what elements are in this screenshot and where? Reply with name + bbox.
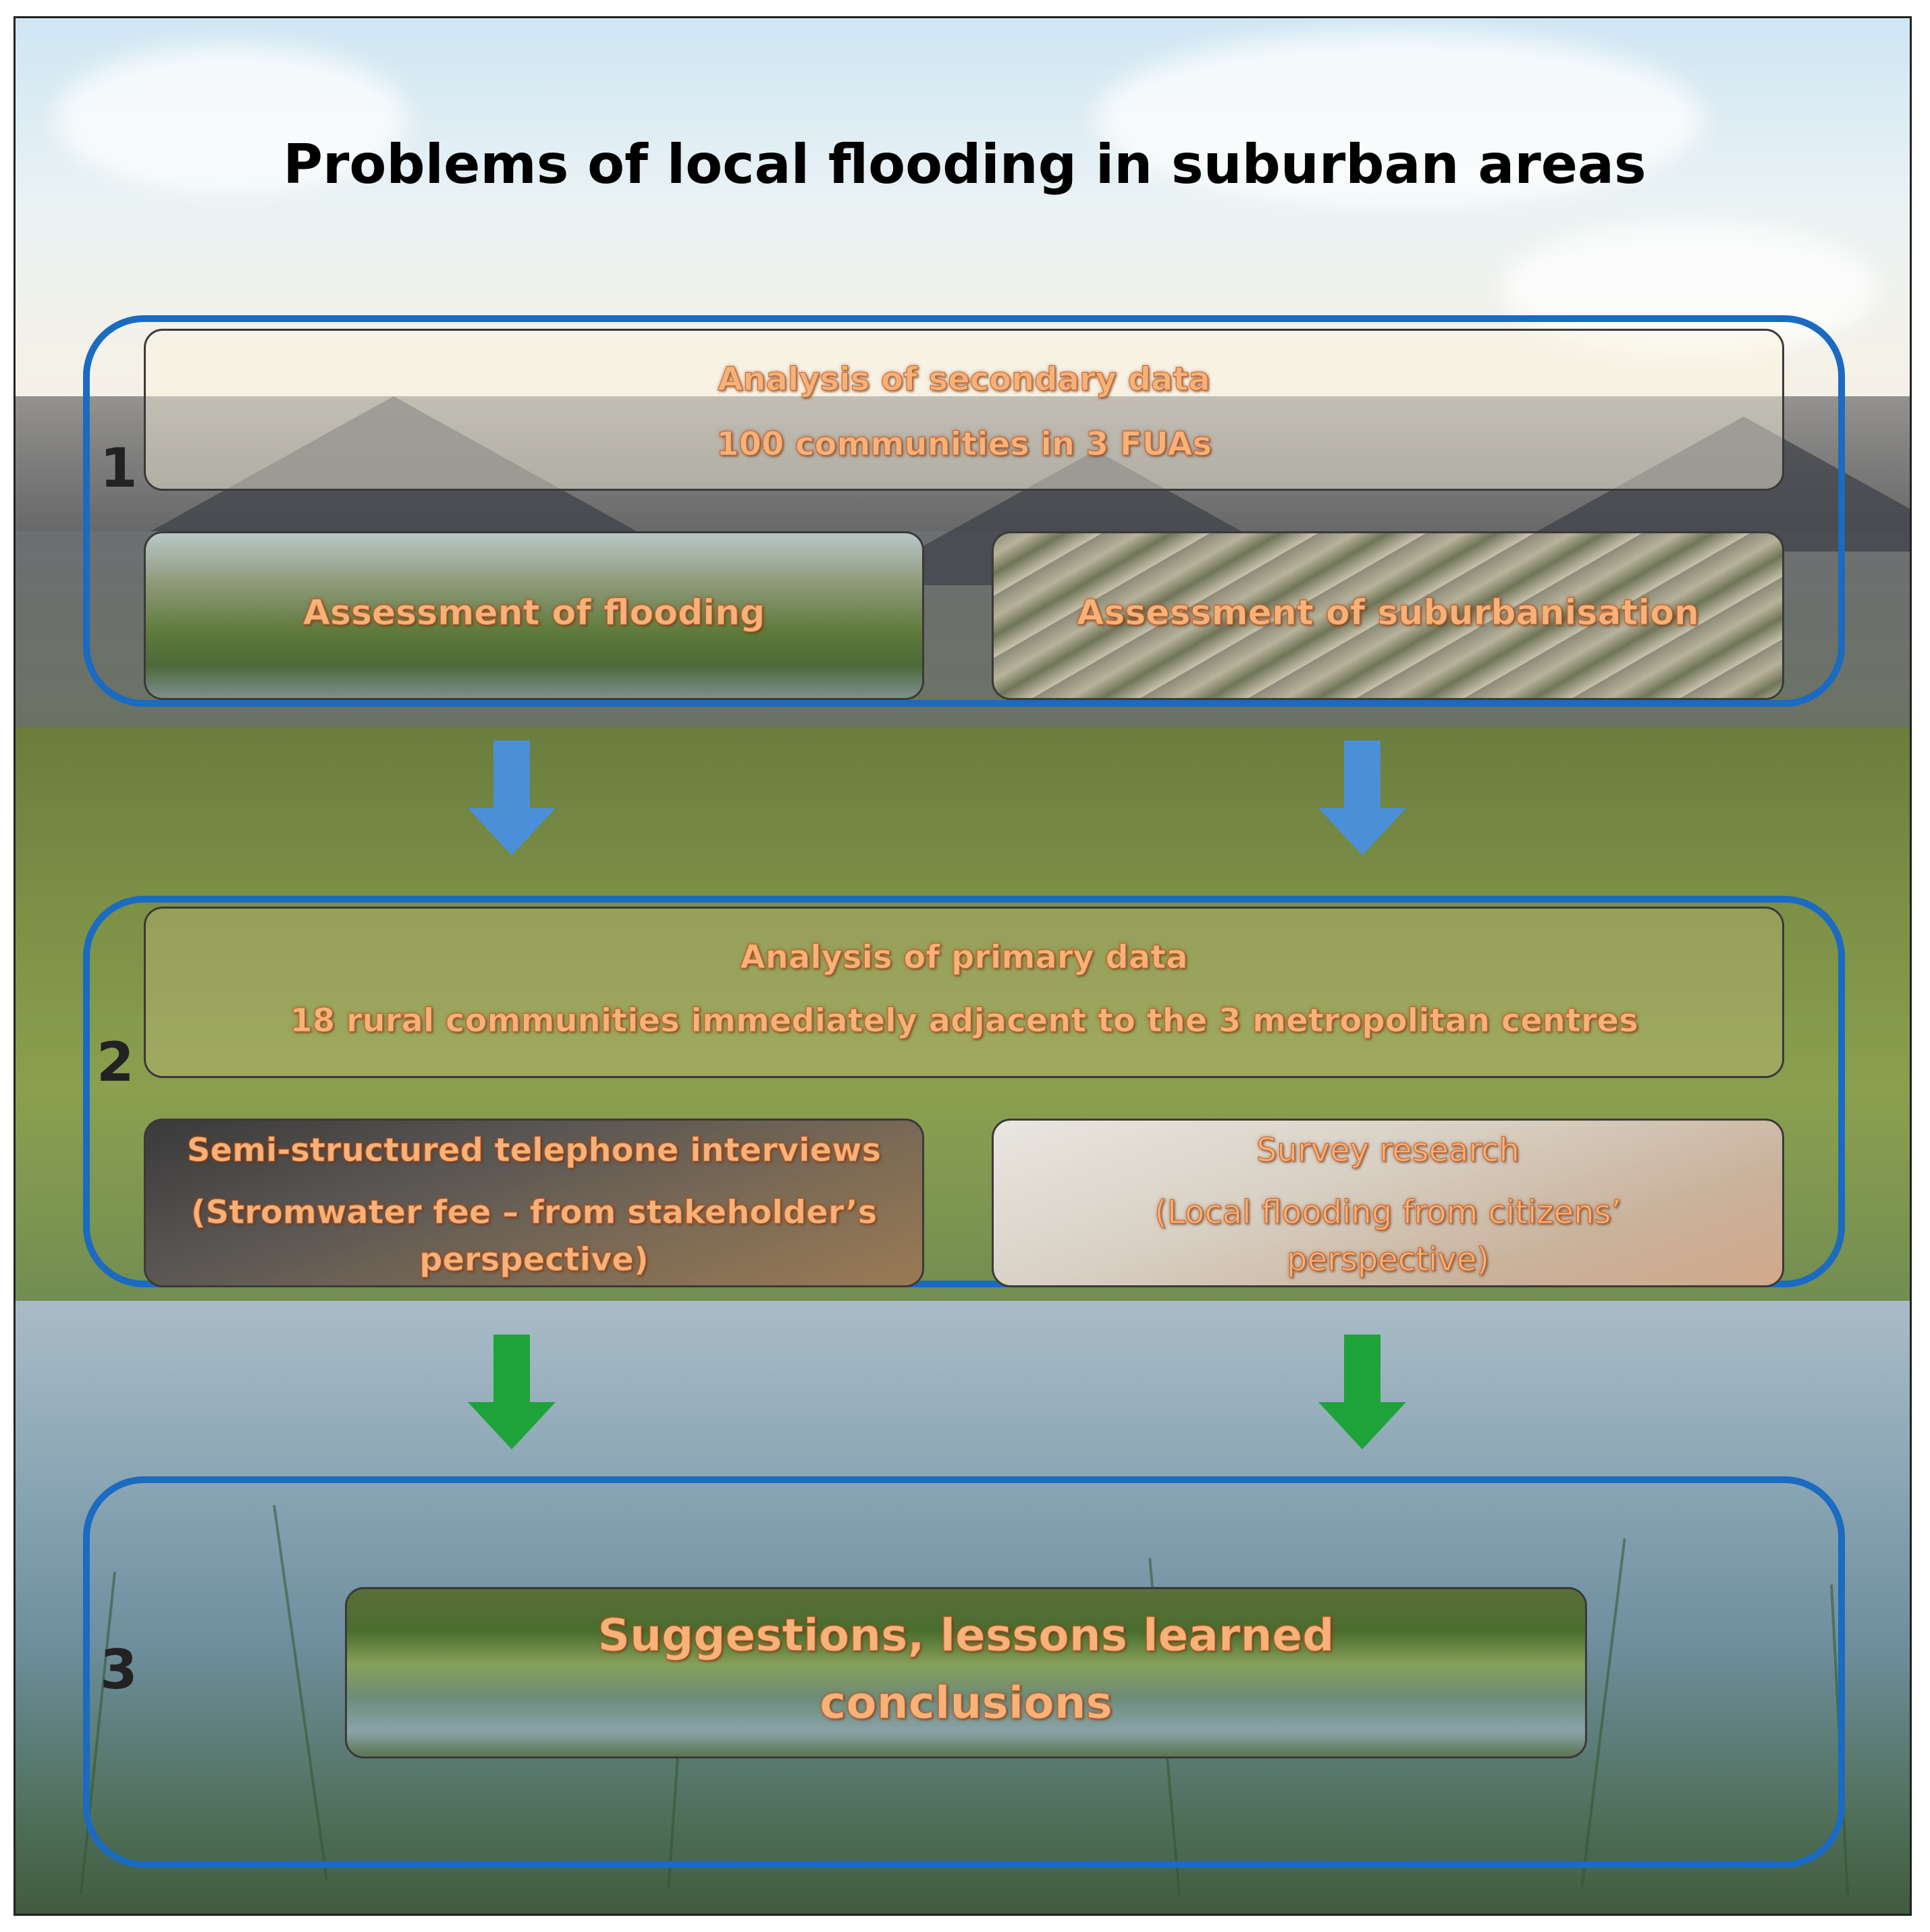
stage-2-survey-panel: Survey research (Local flooding from cit… bbox=[992, 1119, 1784, 1287]
background-cloud bbox=[56, 45, 407, 194]
stage-3-number: 3 bbox=[100, 1638, 138, 1701]
stage-3-box bbox=[83, 1476, 1845, 1868]
stage-2-right-line-1: Survey research bbox=[1256, 1131, 1520, 1170]
stage-3-line-1: Suggestions, lessons learned bbox=[597, 1609, 1335, 1662]
stage-2-right-line-3: perspective) bbox=[1287, 1241, 1490, 1279]
stage-2-primary-data-panel: Analysis of primary data 18 rural commun… bbox=[144, 907, 1784, 1078]
stage-2-left-line-2: (Stromwater fee – from stakeholder’s bbox=[190, 1193, 878, 1232]
stage-1-left-panel-label: Assessment of flooding bbox=[302, 593, 766, 634]
diagram-title: Problems of local flooding in suburban a… bbox=[283, 133, 1646, 196]
stage-1-secondary-data-panel: Analysis of secondary data 100 communiti… bbox=[144, 329, 1784, 491]
stage-1-suburbanisation-panel: Assessment of suburbanisation bbox=[992, 531, 1784, 700]
background-roof bbox=[151, 396, 637, 531]
background-cloud bbox=[1096, 32, 1703, 207]
stage-2-box bbox=[83, 896, 1845, 1287]
stage-2-right-line-2: (Local flooding from citizens’ bbox=[1154, 1193, 1622, 1232]
stage-2-number: 2 bbox=[97, 1031, 134, 1094]
stage-3-conclusions-panel: Suggestions, lessons learned conclusions bbox=[345, 1587, 1587, 1759]
stage-1-right-panel-label: Assessment of suburbanisation bbox=[1077, 593, 1700, 634]
down-arrow-blue-right bbox=[1318, 741, 1406, 855]
stage-1-top-line-2: 100 communities in 3 FUAs bbox=[716, 425, 1212, 464]
stage-2-left-line-3: perspective) bbox=[419, 1241, 649, 1279]
stage-1-top-line-1: Analysis of secondary data bbox=[718, 360, 1211, 399]
down-arrow-blue-left bbox=[468, 741, 556, 855]
stage-1-box bbox=[83, 315, 1845, 707]
stage-2-left-line-1: Semi-structured telephone interviews bbox=[186, 1131, 882, 1170]
stage-1-flooding-panel: Assessment of flooding bbox=[144, 531, 924, 700]
down-arrow-green-right bbox=[1318, 1335, 1406, 1449]
stage-2-top-line-1: Analysis of primary data bbox=[740, 938, 1188, 977]
stage-1-number: 1 bbox=[100, 437, 138, 500]
stage-3-line-2: conclusions bbox=[820, 1677, 1113, 1729]
stage-2-top-line-2: 18 rural communities immediately adjacen… bbox=[290, 1002, 1638, 1040]
diagram-frame: Problems of local flooding in suburban a… bbox=[14, 16, 1912, 1916]
down-arrow-green-left bbox=[468, 1335, 556, 1449]
stage-2-interviews-panel: Semi-structured telephone interviews (St… bbox=[144, 1119, 924, 1287]
